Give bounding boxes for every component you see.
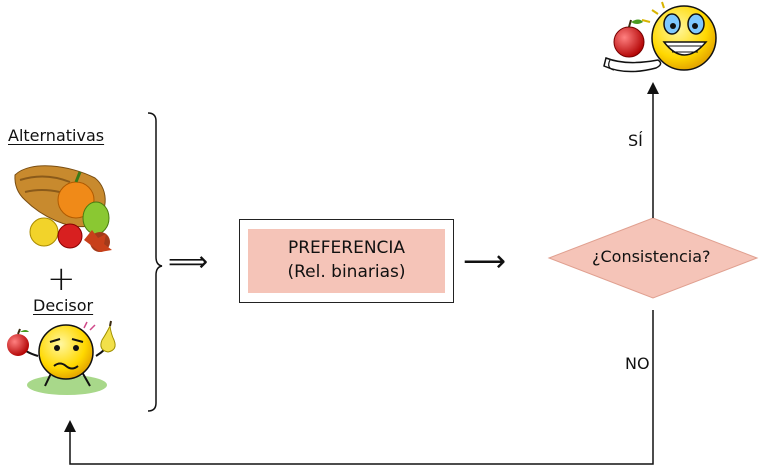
cornucopia-icon [14, 165, 112, 252]
decision-maker-label: Decisor [33, 296, 94, 315]
curly-brace [147, 112, 163, 412]
preference-title: PREFERENCIA [287, 238, 406, 259]
preference-subtitle: (Rel. binarias) [287, 262, 406, 282]
happy-smiley-icon [603, 1, 717, 73]
apple-icon [7, 328, 29, 356]
alternatives-label: Alternativas [8, 126, 105, 145]
no-feedback-line [64, 310, 654, 465]
plus-sign: + [47, 259, 76, 299]
consistency-question: ¿Consistencia? [592, 247, 711, 266]
yes-label: SÍ [628, 131, 643, 150]
implies-arrow: ⟹ [168, 245, 209, 278]
preference-box-fill: PREFERENCIA (Rel. binarias) [248, 229, 445, 293]
consistency-diamond [547, 217, 759, 299]
preference-box: PREFERENCIA (Rel. binarias) [239, 219, 454, 303]
pear-icon [100, 320, 116, 353]
thinking-smiley-icon [17, 321, 111, 395]
long-right-arrow: ⟶ [463, 244, 507, 279]
no-label: NO [625, 354, 650, 373]
